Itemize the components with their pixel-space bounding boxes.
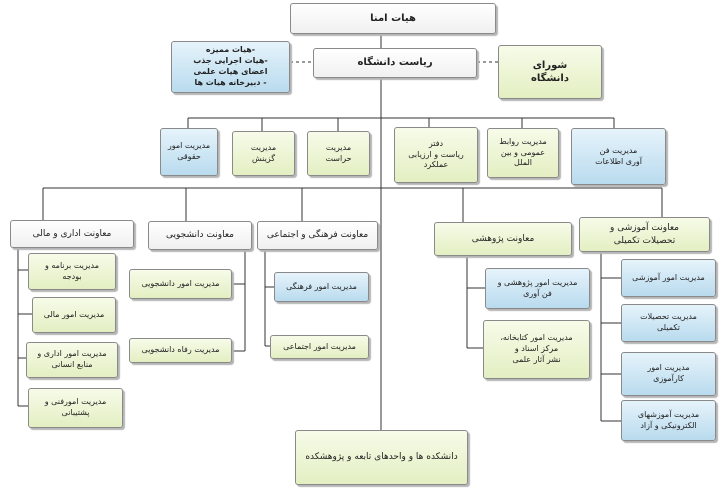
research-deputy-label: معاونت پژوهشی [471, 233, 535, 244]
internship-label: مدیریت امور کارآموزی [647, 363, 690, 383]
budget-management-box: مدیریت برنامه و بودجه [28, 253, 116, 290]
technical-support-label: مدیریت امورفنی و پشتیبانی [44, 397, 107, 417]
admin-finance-deputy-box: معاونت اداری و مالی [10, 220, 134, 248]
university-council-label: شورای دانشگاه [531, 59, 569, 85]
education-affairs-box: مدیریت امور آموزشی [621, 259, 716, 297]
selection-box: مدیریت گزینش [232, 131, 295, 176]
board-of-trustees-label: هیات امنا [370, 12, 416, 24]
graduate-studies-box: مدیریت تحصیلات تکمیلی [621, 304, 716, 342]
cultural-affairs-label: مدیریت امور فرهنگی [286, 281, 357, 291]
social-affairs-box: مدیریت امور اجتماعی [270, 335, 369, 359]
student-welfare-box: مدیریت رفاه دانشجویی [129, 338, 232, 363]
financial-affairs-box: مدیریت امور مالی [32, 297, 116, 333]
elearning-label: مدیریت آموزشهای الکترونیکی و آزاد [637, 409, 700, 430]
internship-box: مدیریت امور کارآموزی [621, 352, 716, 396]
board-of-trustees-box: هیات امنا [290, 3, 496, 34]
research-technology-box: مدیریت امور پژوهشی و فن آوری [485, 268, 590, 309]
social-affairs-label: مدیریت امور اجتماعی [283, 341, 356, 351]
selection-label: مدیریت گزینش [250, 142, 277, 163]
elearning-box: مدیریت آموزشهای الکترونیکی و آزاد [621, 400, 716, 441]
faculties-box: دانشکده ها و واحدهای تابعه و پژوهشکده [295, 430, 468, 485]
student-deputy-label: معاونت دانشجویی [166, 230, 234, 241]
university-council-box: شورای دانشگاه [498, 45, 602, 99]
cultural-social-deputy-box: معاونت فرهنگی و اجتماعی [257, 221, 378, 250]
cultural-affairs-box: مدیریت امور فرهنگی [274, 272, 369, 302]
it-management-box: مدیریت فن آوری اطلاعات [571, 128, 666, 185]
public-relations-box: مدیریت روابط عمومی و بین الملل [487, 128, 559, 178]
legal-affairs-box: مدیریت امور حقوقی [160, 128, 218, 176]
student-welfare-label: مدیریت رفاه دانشجویی [141, 345, 220, 355]
admin-finance-deputy-label: معاونت اداری و مالی [32, 228, 112, 239]
president-label: ریاست دانشگاه [357, 57, 433, 69]
cultural-social-deputy-label: معاونت فرهنگی و اجتماعی [266, 230, 369, 241]
budget-management-label: مدیریت برنامه و بودجه [44, 260, 100, 281]
student-affairs-box: مدیریت امور دانشجویی [129, 269, 232, 299]
security-label: مدیریت حراست [325, 142, 352, 163]
technical-support-box: مدیریت امورفنی و پشتیبانی [28, 388, 123, 428]
financial-affairs-label: مدیریت امور مالی [43, 309, 105, 319]
education-deputy-box: معاونت آموزشی و تحصیلات تکمیلی [579, 217, 710, 252]
public-relations-label: مدیریت روابط عمومی و بین الملل [499, 136, 547, 168]
education-deputy-label: معاونت آموزشی و تحصیلات تکمیلی [609, 223, 680, 246]
hr-affairs-label: مدیریت امور اداری و منابع انسانی [37, 349, 107, 369]
commissions-label: -هیات ممیزه -هیات اجرایی جذب اعضای هیات … [193, 45, 268, 87]
security-box: مدیریت حراست [307, 131, 370, 176]
student-deputy-box: معاونت دانشجویی [148, 221, 252, 250]
president-office-box: دفتر ریاست و ارزیابی عملکرد [394, 127, 478, 183]
president-office-label: دفتر ریاست و ارزیابی عملکرد [408, 138, 464, 170]
research-deputy-box: معاونت پژوهشی [434, 222, 572, 256]
faculties-label: دانشکده ها و واحدهای تابعه و پژوهشکده [305, 452, 458, 463]
hr-affairs-box: مدیریت امور اداری و منابع انسانی [26, 342, 118, 378]
president-box: ریاست دانشگاه [313, 48, 477, 78]
graduate-studies-label: مدیریت تحصیلات تکمیلی [640, 312, 697, 332]
library-documents-label: مدیریت امور کتابخانه، مرکز اسناد و نشر آ… [500, 333, 573, 364]
research-technology-label: مدیریت امور پژوهشی و فن آوری [497, 277, 578, 298]
commissions-box: -هیات ممیزه -هیات اجرایی جذب اعضای هیات … [171, 41, 290, 93]
it-management-label: مدیریت فن آوری اطلاعات [595, 145, 642, 166]
legal-affairs-label: مدیریت امور حقوقی [167, 141, 211, 161]
student-affairs-label: مدیریت امور دانشجویی [141, 278, 220, 288]
library-documents-box: مدیریت امور کتابخانه، مرکز اسناد و نشر آ… [483, 320, 590, 379]
education-affairs-label: مدیریت امور آموزشی [632, 272, 705, 282]
